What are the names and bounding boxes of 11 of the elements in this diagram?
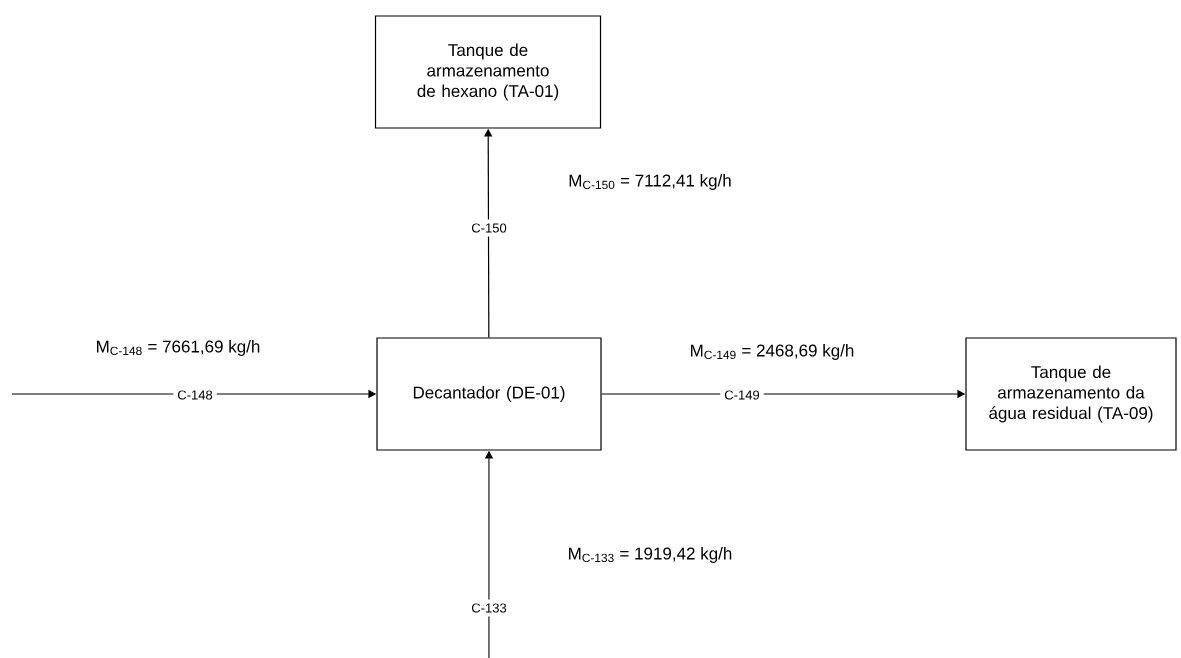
edge-label: C-150: [467, 219, 511, 237]
edge-label: C-133: [467, 599, 511, 617]
flow-rate-label: M$_{C-133}$ = 1919,42 kg/h: [569, 547, 732, 563]
edge-label: C-149: [720, 386, 764, 404]
process-box: Decantador (DE-01): [376, 337, 602, 451]
tank-box: Tanque de armazenamento da água residual (TA-09): [965, 337, 1177, 451]
tank-box: Tanque de armazenamento de hexano (TA-01): [374, 15, 602, 129]
flow-rate-label: M$_{C-148}$ = 7661,69 kg/h: [97, 340, 260, 356]
edge-label: C-148: [173, 386, 217, 404]
flow-rate-label: M$_{C-150}$ = 7112,41 kg/h: [569, 174, 731, 190]
flow-rate-label: M$_{C-149}$ = 2468,69 kg/h: [691, 344, 854, 360]
